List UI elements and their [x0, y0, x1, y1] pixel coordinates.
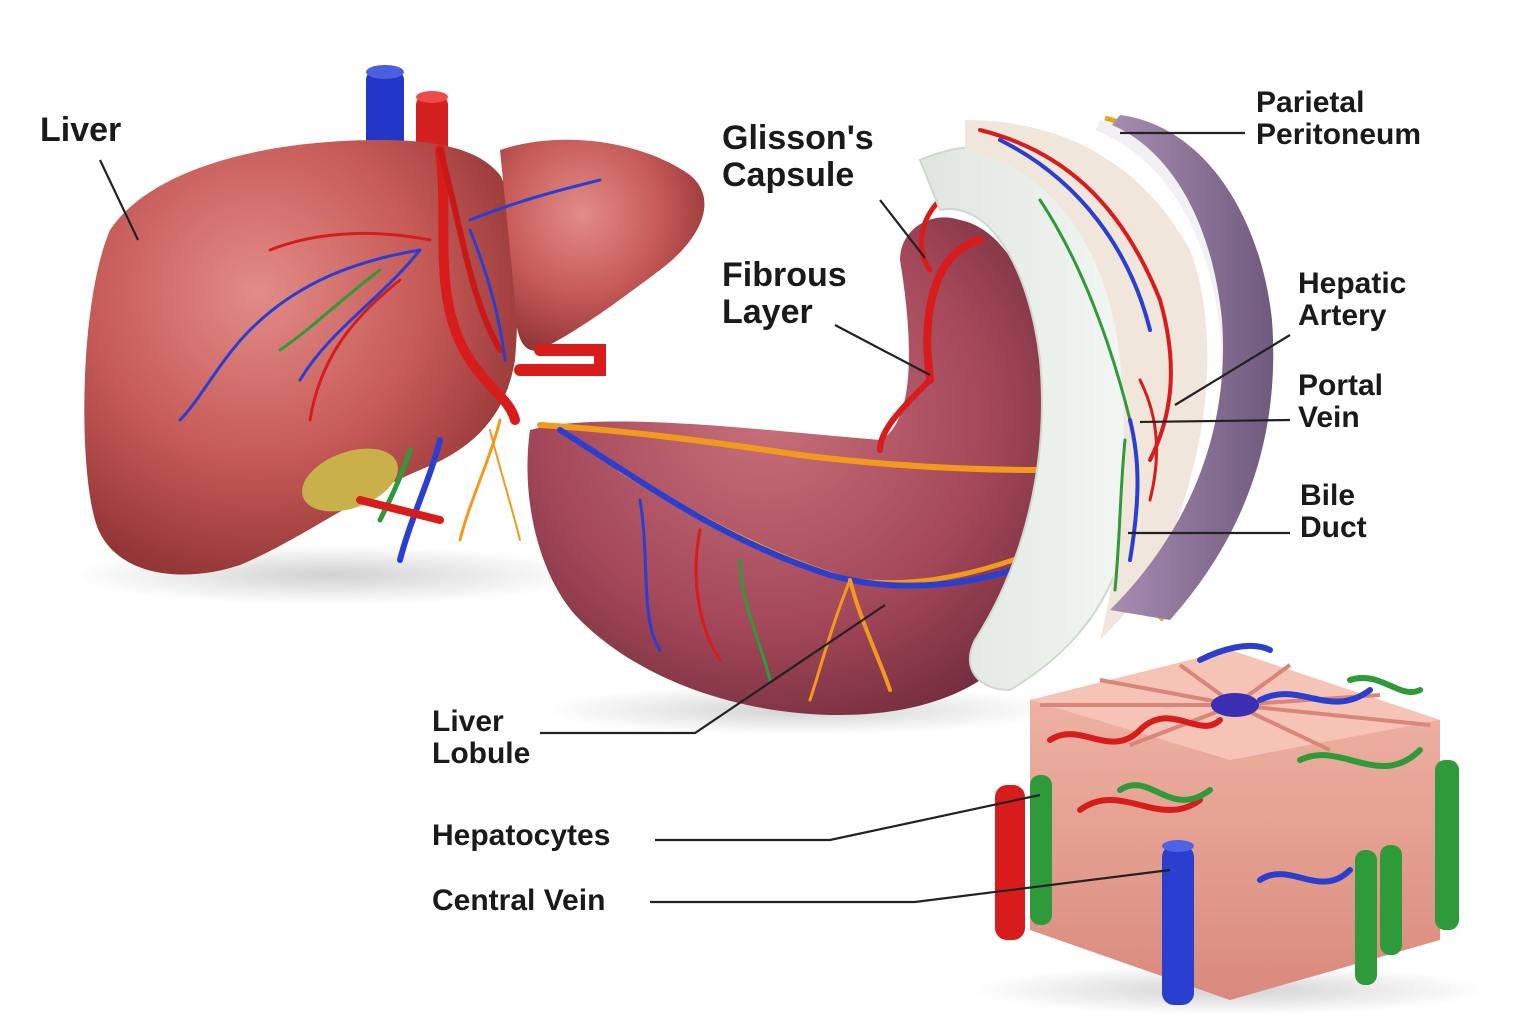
label-fibrous-layer: Fibrous Layer: [722, 257, 847, 330]
dissected-liver-section: [527, 115, 1274, 735]
label-hepatic-artery-line1: Hepatic: [1298, 267, 1407, 300]
liver-left-lobe: [500, 139, 705, 351]
label-liver: Liver: [40, 111, 122, 149]
label-liver-lobule: Liver Lobule: [432, 705, 531, 771]
label-bile-duct-line1: Bile: [1300, 479, 1356, 512]
label-bile-duct-line2: Duct: [1300, 511, 1367, 545]
leader-hepatocytes: [655, 793, 1041, 842]
label-hepatic-artery-line2: Artery: [1298, 299, 1387, 333]
label-parietal-peritoneum: Parietal Peritoneum: [1256, 86, 1422, 152]
whole-liver-illustration: [70, 65, 705, 605]
label-parietal-peritoneum-line2: Peritoneum: [1256, 118, 1422, 152]
parietal-peritoneum-layer: [1110, 115, 1274, 620]
label-portal-vein: Portal Vein: [1298, 369, 1384, 435]
label-central-vein: Central Vein: [432, 884, 606, 917]
leader-fibrous-layer: [834, 324, 931, 376]
leader-central-vein: [650, 868, 1171, 904]
lobule-vein-column: [1162, 845, 1194, 1005]
leader-lines: [99, 131, 1291, 904]
label-glissons-capsule-line2: Capsule: [722, 155, 855, 194]
label-hepatocytes: Hepatocytes: [432, 819, 611, 852]
label-glissons-capsule: Glisson's Capsule: [722, 120, 874, 193]
label-liver-lobule-line1: Liver: [432, 705, 504, 738]
label-portal-vein-line1: Portal: [1298, 369, 1384, 402]
label-portal-vein-line2: Vein: [1298, 401, 1360, 435]
label-liver-lobule-line2: Lobule: [432, 737, 531, 771]
label-glissons-capsule-line1: Glisson's: [722, 119, 874, 157]
leader-glissons-capsule: [879, 199, 926, 259]
gallbladder: [302, 448, 398, 512]
liver-right-lobe: [84, 140, 518, 575]
liver-lobule-block: [970, 642, 1490, 1015]
leader-liver-lobule: [540, 604, 886, 735]
label-bile-duct: Bile Duct: [1300, 479, 1367, 545]
label-parietal-peritoneum-line1: Parietal: [1256, 86, 1365, 119]
central-vein-opening: [1211, 693, 1259, 717]
lobule-artery-column: [995, 785, 1025, 940]
label-fibrous-layer-line2: Layer: [722, 292, 813, 331]
label-fibrous-layer-line1: Fibrous: [722, 256, 847, 294]
leader-hepatic-artery: [1174, 334, 1291, 406]
leader-portal-vein: [1139, 418, 1291, 424]
label-hepatic-artery: Hepatic Artery: [1298, 267, 1407, 333]
leader-liver: [99, 159, 139, 241]
inferior-vena-cava: [366, 70, 404, 160]
